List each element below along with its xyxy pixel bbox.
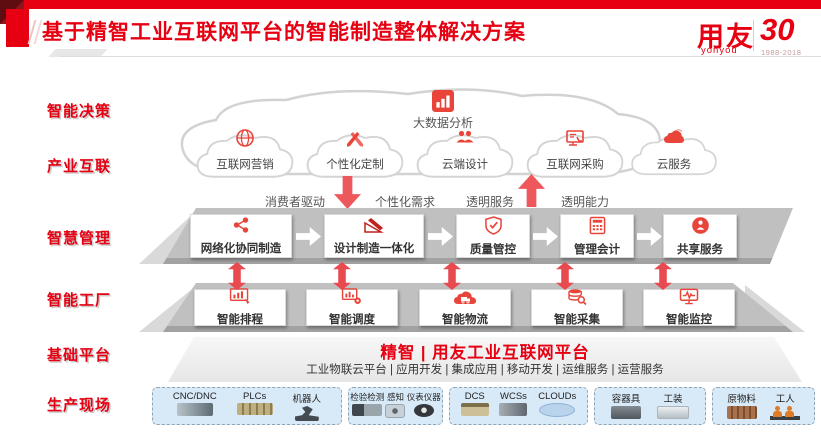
- layer-label-decision: 智能决策: [47, 103, 112, 120]
- database-search-icon: [567, 288, 587, 310]
- big-data-analysis-label: 大数据分析: [412, 116, 473, 130]
- shopfloor-item: CNC/DNC: [173, 391, 217, 416]
- inspection-image: [352, 404, 383, 416]
- box-networked-collaborative-manufacturing: 网络化协同制造: [190, 214, 292, 258]
- chart-gear-icon: [341, 288, 363, 310]
- double-arrow-icon: [333, 262, 351, 290]
- wcs-device-image: [499, 403, 528, 416]
- box-management-accounting: 管理会计: [560, 214, 634, 258]
- monitor-pulse-icon: [679, 288, 699, 310]
- shopfloor-group-control-systems: DCS WCSs CLOUDs: [449, 387, 588, 425]
- header-divider: [60, 56, 821, 57]
- calculator-icon: [589, 216, 606, 240]
- shopfloor-item: 感知: [385, 391, 406, 418]
- shopfloor-item: 机器人: [293, 391, 321, 421]
- anniversary-30-badge: 30: [760, 12, 795, 47]
- title-ribbon: [6, 9, 29, 47]
- cloud-shape-image: [539, 403, 576, 417]
- cloud-cloud-service: 云服务: [628, 128, 720, 180]
- gauge-image: [413, 404, 434, 417]
- shopfloor-group-material-worker: 原物料 工人: [712, 387, 815, 425]
- cloud-internet-marketing: 互联网营销: [193, 128, 297, 180]
- shopfloor-item: 工人: [770, 391, 801, 420]
- pencil-ruler-icon: [345, 128, 365, 153]
- team-icon: [455, 128, 475, 151]
- box-intelligent-scheduling-plan: 智能排程: [194, 288, 286, 326]
- platform-band: [168, 337, 802, 382]
- flow-label-consumer-driven: 消费者驱动: [265, 195, 326, 209]
- layer-label-shopfloor: 生产现场: [47, 397, 112, 414]
- box-shared-services: 共享服务: [663, 214, 737, 258]
- globe-user-icon: [691, 216, 710, 240]
- globe-icon: [235, 128, 255, 153]
- yonyou-logo-latin: yonyou: [701, 45, 738, 56]
- cnc-machine-image: [176, 403, 213, 416]
- dcs-cabinet-image: [460, 403, 489, 416]
- box-intelligent-logistics: 智能物流: [419, 289, 511, 326]
- shopfloor-item: PLCs: [236, 391, 273, 415]
- share-network-icon: [231, 216, 251, 239]
- flow-label-transparent-capability: 透明能力: [561, 195, 610, 209]
- bar-chart-icon: [432, 90, 454, 112]
- monitor-cart-icon: [565, 128, 585, 153]
- container-image: [611, 406, 641, 419]
- layer-label-management: 智慧管理: [47, 230, 112, 247]
- box-design-manufacturing-integration: 设计制造一体化: [324, 214, 424, 258]
- cloud-icon: [663, 128, 685, 149]
- box-quality-control: 质量管控: [456, 214, 530, 258]
- cloud-cloud-design: 云端设计: [413, 130, 517, 180]
- plc-image: [236, 403, 273, 415]
- cloud-personal-customization: 个性化定制: [303, 130, 407, 180]
- schedule-screen-icon: [229, 288, 251, 310]
- shopfloor-item: 原物料: [726, 391, 757, 419]
- shopfloor-group-tooling: 容器具 工装: [594, 387, 706, 425]
- layer-label-platform: 基础平台: [47, 347, 112, 364]
- platform-services: 工业物联云平台 | 应用开发 | 集成应用 | 移动开发 | 运维服务 | 运营…: [306, 364, 664, 376]
- box-intelligent-monitoring: 智能监控: [643, 288, 735, 326]
- layer-label-factory: 智能工厂: [47, 292, 112, 309]
- box-intelligent-data-collection: 智能采集: [531, 289, 623, 326]
- tooling-image: [657, 406, 689, 419]
- shopfloor-item: DCS: [460, 391, 489, 416]
- double-arrow-icon: [654, 262, 672, 290]
- shopfloor-item: 检验检测: [350, 391, 384, 416]
- top-accent-strip: [0, 0, 821, 9]
- workers-image: [770, 406, 801, 420]
- robot-image: [294, 406, 319, 421]
- arrow-down-icon: [334, 176, 361, 209]
- double-arrow-icon: [228, 262, 246, 290]
- shopfloor-item: 容器具: [611, 391, 641, 419]
- page-title: 基于精智工业互联网平台的智能制造整体解决方案: [42, 21, 526, 44]
- box-intelligent-dispatch: 智能调度: [306, 288, 398, 326]
- flow-label-personalized-demand: 个性化需求: [375, 195, 436, 209]
- shield-check-icon: [484, 215, 502, 240]
- shopfloor-item: 仪表仪器: [407, 391, 441, 417]
- platform-title: 精智 | 用友工业互联网平台: [380, 344, 590, 362]
- cloud-truck-icon: [453, 289, 477, 310]
- double-arrow-icon: [443, 262, 461, 290]
- shopfloor-item: WCSs: [499, 391, 528, 416]
- design-pencil-icon: [363, 216, 385, 239]
- anniversary-years: 1988-2018: [761, 48, 802, 57]
- logo-divider: [753, 20, 754, 51]
- double-arrow-icon: [556, 262, 574, 290]
- cloud-internet-procurement: 互联网采购: [523, 130, 627, 180]
- shopfloor-item: 工装: [657, 391, 689, 419]
- sensor-image: [385, 404, 406, 418]
- layer-label-industry: 产业互联: [47, 158, 112, 175]
- shopfloor-group-inspection: 检验检测 感知 仪表仪器: [348, 387, 443, 425]
- shopfloor-group-machining: CNC/DNC PLCs 机器人: [152, 387, 342, 425]
- yonyou-logo: 用友: [697, 22, 755, 52]
- flow-label-transparent-service: 透明服务: [466, 195, 515, 209]
- shopfloor-item: CLOUDs: [538, 391, 576, 417]
- materials-image: [726, 406, 757, 419]
